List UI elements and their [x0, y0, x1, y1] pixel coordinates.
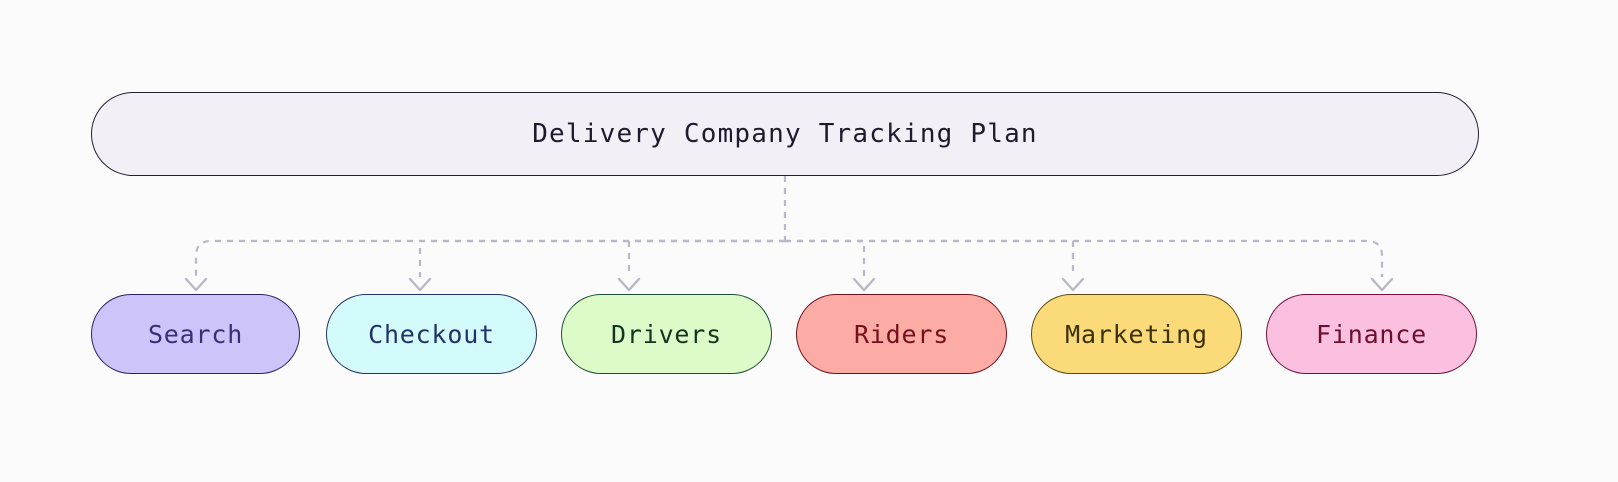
node-marketing[interactable]: Marketing: [1031, 294, 1242, 374]
node-finance[interactable]: Finance: [1266, 294, 1477, 374]
node-riders-label: Riders: [853, 319, 950, 349]
node-root-label: Delivery Company Tracking Plan: [532, 119, 1038, 149]
node-search-label: Search: [147, 319, 244, 349]
node-root-delivery-company-tracking-plan[interactable]: Delivery Company Tracking Plan: [91, 92, 1479, 176]
node-checkout-label: Checkout: [368, 319, 495, 349]
node-riders[interactable]: Riders: [796, 294, 1007, 374]
node-search[interactable]: Search: [91, 294, 300, 374]
node-drivers[interactable]: Drivers: [561, 294, 772, 374]
node-drivers-label: Drivers: [611, 319, 722, 349]
node-finance-label: Finance: [1316, 319, 1427, 349]
node-checkout[interactable]: Checkout: [326, 294, 537, 374]
node-marketing-label: Marketing: [1065, 319, 1208, 349]
